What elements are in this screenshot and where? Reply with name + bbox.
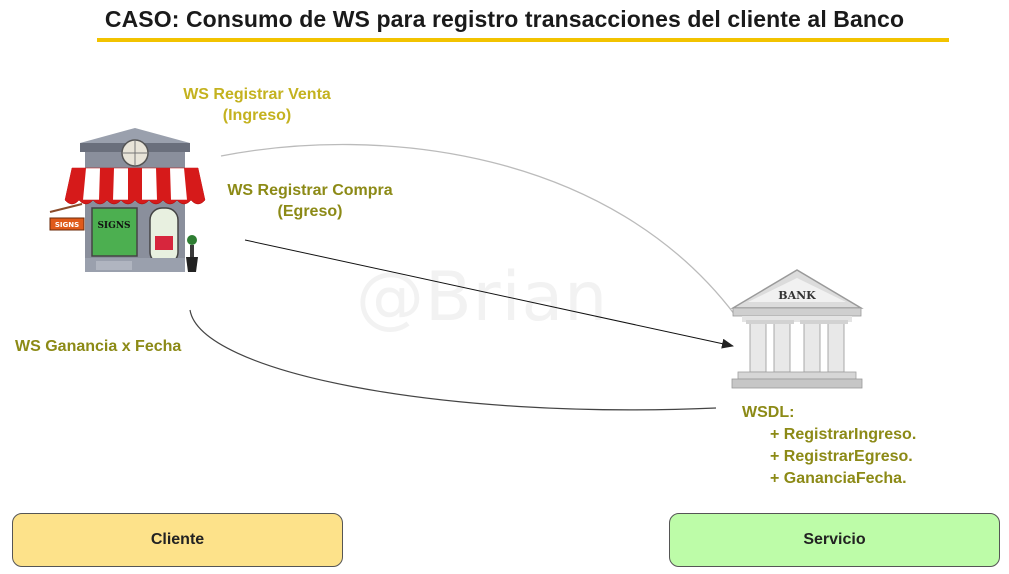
title-underline xyxy=(97,38,949,42)
label-registrar-venta-line1: WS Registrar Venta xyxy=(183,86,331,103)
servicio-label: Servicio xyxy=(803,531,866,548)
cliente-box: Cliente xyxy=(12,513,343,567)
watermark: @Brian xyxy=(356,258,609,337)
label-registrar-venta-line2: (Ingreso) xyxy=(222,107,292,124)
label-registrar-venta: WS Registrar Venta (Ingreso) xyxy=(162,84,352,126)
wsdl-operation: + RegistrarEgreso. xyxy=(770,448,913,465)
store-side-sign-text: SIGNS xyxy=(55,221,79,229)
arrow-ganancia-fecha xyxy=(189,309,717,411)
arrow-registrar-venta xyxy=(220,143,736,316)
wsdl-operation: + GananciaFecha. xyxy=(770,470,907,487)
cliente-label: Cliente xyxy=(150,531,205,548)
servicio-box: Servicio xyxy=(669,513,1000,567)
wsdl-block: WSDL: + RegistrarIngreso. + RegistrarEgr… xyxy=(742,402,916,490)
arrow-registrar-compra xyxy=(244,239,734,349)
label-ganancia-fecha: WS Ganancia x Fecha xyxy=(15,338,182,355)
wsdl-header: WSDL: xyxy=(742,404,795,421)
label-registrar-compra-line1: WS Registrar Compra xyxy=(227,182,393,199)
store-sign-text: SIGNS xyxy=(97,221,130,231)
wsdl-operation: + RegistrarIngreso. xyxy=(770,426,917,443)
label-registrar-compra-line2: (Egreso) xyxy=(277,203,343,220)
bank-text: BANK xyxy=(778,289,816,302)
diagram-title: CASO: Consumo de WS para registro transa… xyxy=(104,6,905,32)
label-registrar-compra: WS Registrar Compra (Egreso) xyxy=(205,180,415,222)
